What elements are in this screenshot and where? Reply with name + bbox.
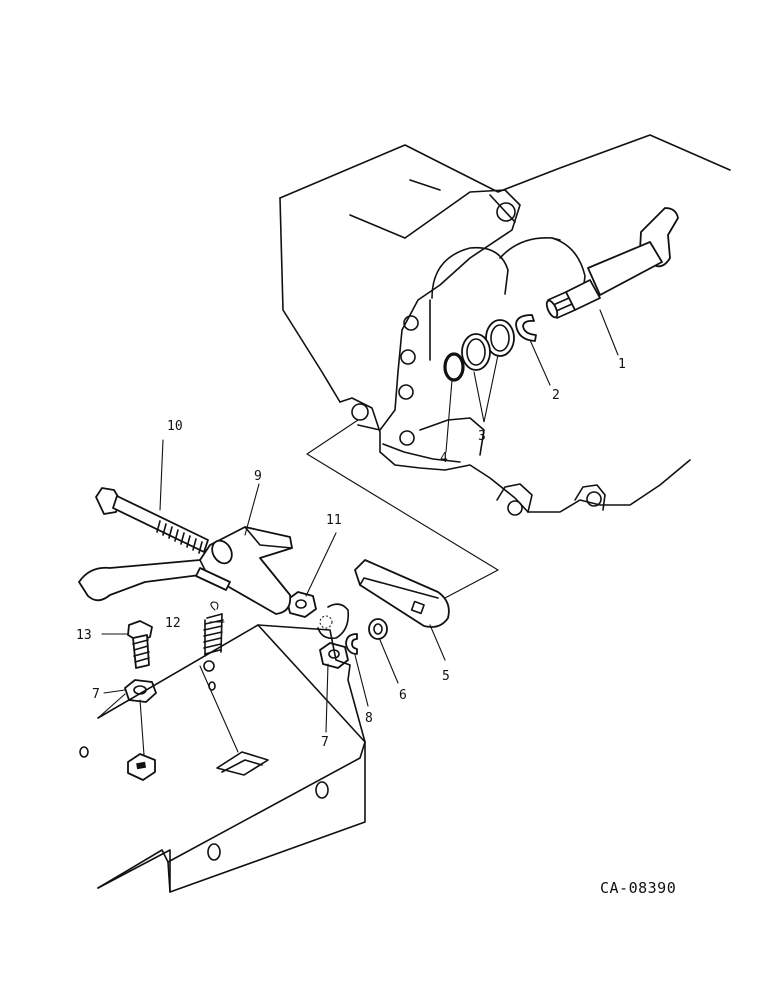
part-4-o-ring (443, 352, 465, 382)
callout-12: 12 (165, 616, 181, 631)
part-10-bolt (95, 487, 209, 554)
leader-lines (97, 309, 619, 756)
callout-4: 4 (440, 451, 448, 466)
callout-10: 10 (167, 419, 183, 434)
part-3-washers (461, 319, 515, 371)
part-8-lock-washer (345, 633, 358, 655)
part-5-lever-plate (354, 559, 450, 628)
part-13-bolt (127, 620, 153, 669)
part-1-shaft (545, 207, 679, 319)
part-2-snap-ring (515, 314, 537, 342)
part-6-washer (368, 618, 388, 640)
part-9-bracket (78, 526, 293, 615)
callout-1: 1 (618, 357, 626, 372)
callout-8: 8 (365, 711, 373, 726)
callout-2: 2 (552, 388, 560, 403)
transmission-housing (279, 134, 731, 516)
callout-5: 5 (442, 669, 450, 684)
callout-6: 6 (399, 688, 407, 703)
bushing-outline (317, 603, 350, 640)
part-12-spring (203, 601, 224, 672)
callout-labels: 1 2 3 4 5 6 7 7 8 9 10 11 12 13 (76, 357, 626, 750)
frame-plate (79, 624, 366, 893)
callout-13: 13 (76, 628, 92, 643)
callout-7-left: 7 (92, 687, 100, 702)
callout-7-right: 7 (321, 735, 329, 750)
callout-9: 9 (254, 469, 262, 484)
drawing-code: CA-08390 (600, 879, 676, 897)
square-nut-plate (127, 753, 156, 781)
part-11-nut (286, 591, 317, 618)
callout-11: 11 (326, 513, 342, 528)
callout-3: 3 (478, 429, 486, 444)
